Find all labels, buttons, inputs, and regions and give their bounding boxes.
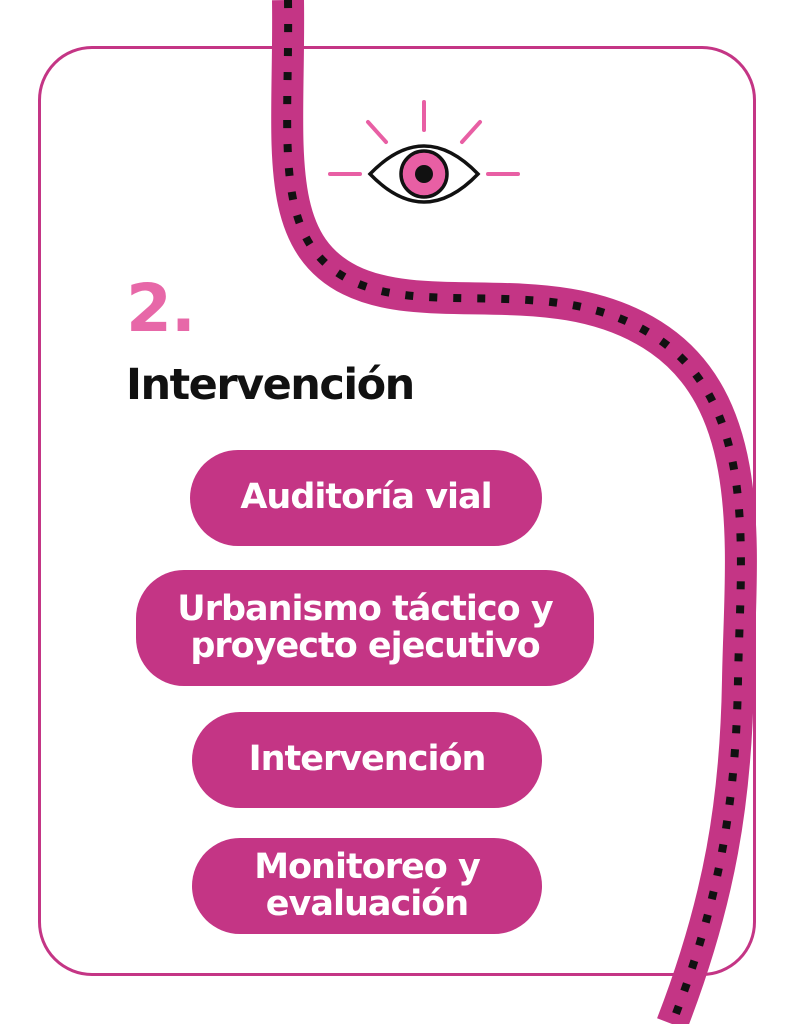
pill-label: Auditoría vial <box>240 477 492 518</box>
eye-icon <box>328 100 520 204</box>
step-title: Intervención <box>126 360 415 410</box>
pill-urbanismo-tactico: Urbanismo táctico y proyecto ejecutivo <box>136 570 594 686</box>
pill-intervencion: Intervención <box>192 712 542 808</box>
pill-label: Intervención <box>248 739 487 780</box>
pill-monitoreo-evaluacion: Monitoreo y evaluación <box>192 838 542 934</box>
pill-label: Monitoreo y evaluación <box>254 846 481 924</box>
step-number: 2. <box>126 270 196 347</box>
pill-auditoria-vial: Auditoría vial <box>190 450 542 546</box>
pill-label: Urbanismo táctico y proyecto ejecutivo <box>177 588 553 666</box>
